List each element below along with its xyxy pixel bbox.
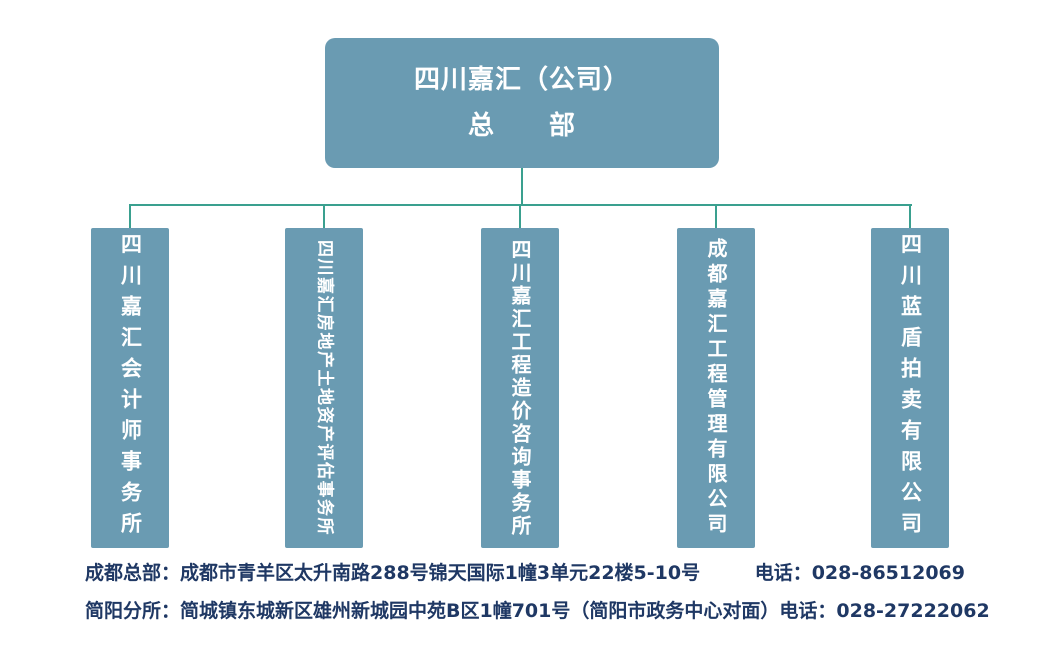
address-jianyang-branch: 简阳分所：简城镇东城新区雄州新城园中苑B区1幢701号（简阳市政务中心对面） — [85, 600, 780, 622]
connector-drop-5 — [909, 204, 911, 229]
branch-label: 成都嘉汇工程管理有限公司 — [704, 238, 728, 538]
footer-row-jianyang: 简阳分所：简城镇东城新区雄州新城园中苑B区1幢701号（简阳市政务中心对面） 电… — [85, 596, 990, 623]
root-title: 四川嘉汇（公司） — [413, 65, 630, 95]
connector-stem — [521, 168, 523, 205]
org-node-branch-auction-company: 四川蓝盾拍卖有限公司 — [871, 228, 949, 548]
phone-chengdu-hq: 电话：028-86512069 — [754, 562, 965, 584]
phone-jianyang-branch: 电话：028-27222062 — [779, 600, 990, 622]
address-chengdu-hq: 成都总部：成都市青羊区太升南路288号锦天国际1幢3单元22楼5-10号 — [85, 562, 701, 584]
root-subtitle: 总 部 — [467, 111, 576, 141]
connector-drop-2 — [323, 204, 325, 229]
connector-drop-4 — [715, 204, 717, 229]
footer-row-chengdu: 成都总部：成都市青羊区太升南路288号锦天国际1幢3单元22楼5-10号 电话：… — [85, 558, 965, 585]
footer: 成都总部：成都市青羊区太升南路288号锦天国际1幢3单元22楼5-10号 电话：… — [85, 558, 990, 634]
org-node-branch-cost-consulting: 四川嘉汇工程造价咨询事务所 — [481, 228, 559, 548]
org-node-branch-engineering-management: 成都嘉汇工程管理有限公司 — [677, 228, 755, 548]
branch-label: 四川嘉汇房地产土地资产评估事务所 — [314, 240, 335, 536]
connector-drop-1 — [129, 204, 131, 229]
branch-label: 四川嘉汇会计师事务所 — [118, 233, 143, 543]
org-node-branch-accounting-firm: 四川嘉汇会计师事务所 — [91, 228, 169, 548]
org-node-branch-real-estate-appraisal: 四川嘉汇房地产土地资产评估事务所 — [285, 228, 363, 548]
connector-drop-3 — [519, 204, 521, 229]
org-node-root: 四川嘉汇（公司） 总 部 — [325, 38, 719, 168]
connector-horizontal — [130, 204, 912, 206]
branch-label: 四川嘉汇工程造价咨询事务所 — [508, 238, 532, 538]
branch-label: 四川蓝盾拍卖有限公司 — [898, 233, 923, 543]
